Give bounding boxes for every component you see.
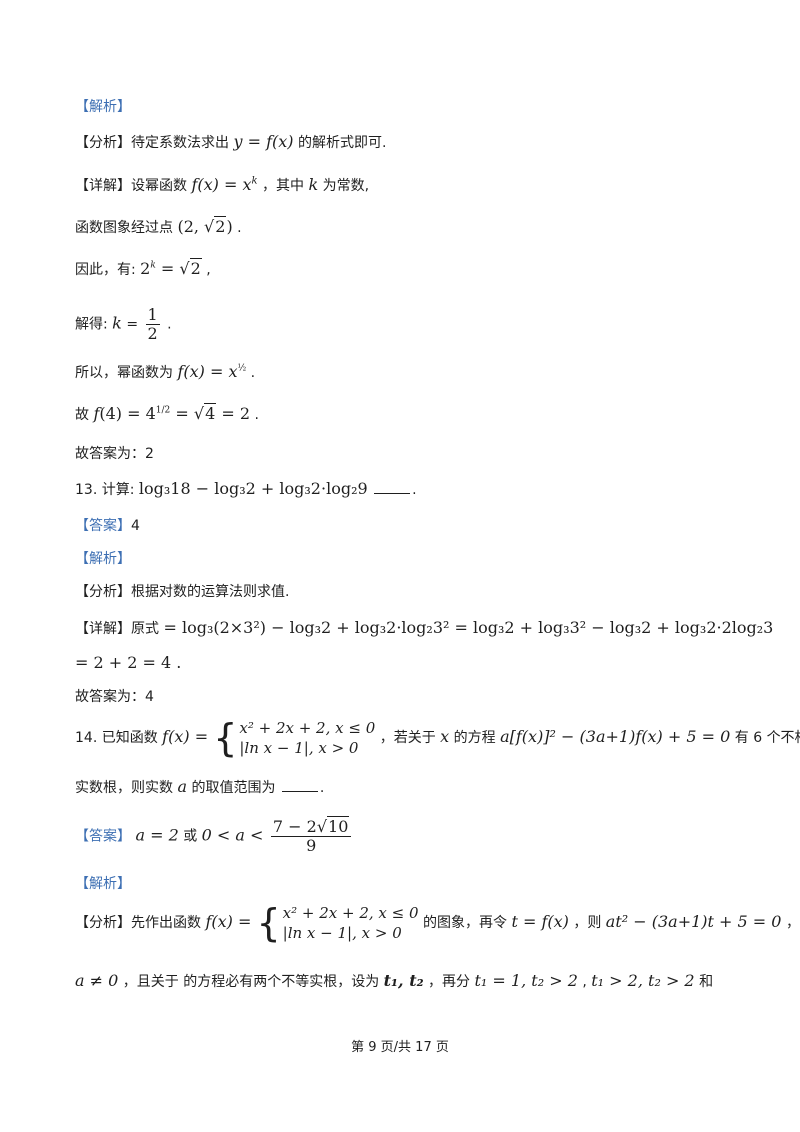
question-text: 已知函数 [101, 730, 158, 746]
answer-text: 故答案为：2 [75, 446, 154, 462]
analysis-13: 【分析】根据对数的运算法则求值. [75, 581, 289, 601]
detail-text-mid: ，其中 [262, 178, 304, 194]
formula: at² − (3a+1)t + 5 = 0 [605, 912, 782, 931]
question-expression: log₃18 − log₃2 + log₃2·log₂9 [138, 479, 368, 498]
answer-line-13: 故答案为：4 [75, 686, 154, 706]
question-number: 13. [75, 482, 98, 498]
formula: (2, √2) [177, 216, 233, 236]
analysis-text: 【分析】先作出函数 [75, 915, 201, 931]
graph-point-text: 函数图象经过点 [75, 220, 173, 236]
piecewise-cases: x² + 2x + 2, x ≤ 0|ln x − 1|, x > 0 [282, 904, 419, 942]
jiexi-label: 【解析】 [75, 876, 131, 892]
question-text: 个不相等的 [766, 730, 800, 746]
detail-text: 【详解】设幂函数 [75, 178, 187, 194]
question-13: 13. 计算: log₃18 − log₃2 + log₃2·log₂9 . [75, 479, 417, 498]
formula: f(x) = [205, 912, 257, 931]
answer-13: 【答案】4 [75, 515, 140, 535]
detail-line: 【详解】设幂函数 f(x) = xk ，其中 k 为常数, [75, 175, 369, 195]
formula: f(4) = 41/2 = √4 = 2 [93, 403, 251, 423]
jiexi-label: 【解析】 [75, 99, 131, 115]
formula: f(x) = xk [191, 175, 258, 194]
answer-or: 或 [183, 828, 198, 845]
formula: a = 2 [135, 825, 179, 845]
formula: 2k = √2 [140, 258, 202, 278]
therefore-line: 因此，有: 2k = √2 , [75, 258, 211, 278]
formula: k [112, 313, 122, 333]
answer-blank [374, 481, 411, 494]
formula: a [177, 777, 187, 796]
formula: 0 < a < [201, 825, 264, 845]
detail-text-end: 为常数, [322, 178, 370, 194]
detail-text: 【详解】原式 [75, 621, 159, 637]
analysis-text: ，则 [573, 915, 602, 931]
answer-tag: 【答案】 [75, 518, 131, 534]
formula: t₁ = 1, t₂ > 2 [474, 971, 578, 990]
formula: f(x) = [162, 727, 214, 746]
page-footer: 第 9 页/共 17 页 [0, 1036, 800, 1055]
formula: t₁, t₂ [383, 971, 424, 990]
analysis-text: ，且关于 [122, 974, 179, 990]
formula: f(x) = x½ [177, 362, 247, 381]
answer-text: 故答案为：4 [75, 689, 154, 705]
answer-blank [281, 779, 318, 792]
page-number: 第 9 页/共 17 页 [351, 1040, 449, 1055]
piecewise-cases: x² + 2x + 2, x ≤ 0|ln x − 1|, x > 0 [239, 719, 376, 757]
analysis-text: 【分析】根据对数的运算法则求值. [75, 584, 290, 600]
question-text: 有 [734, 730, 749, 746]
formula: t = f(x) [511, 912, 569, 931]
graph-point-line: 函数图象经过点 (2, √2) . [75, 216, 242, 236]
question-text: 的取值范围为 [191, 780, 276, 796]
analysis-line: 【分析】待定系数法求出 y = f(x) 的解析式即可. [75, 132, 386, 152]
answer-line-12: 故答案为：2 [75, 443, 154, 463]
answer-tag: 【答案】 [75, 828, 131, 845]
formula: = log₃(2×3²) − log₃2 + log₃2·log₂3² = lo… [163, 618, 774, 637]
formula: y = f(x) [233, 132, 294, 151]
question-14: 14. 已知函数 f(x) = {x² + 2x + 2, x ≤ 0|ln x… [75, 718, 800, 758]
formula: k [308, 175, 319, 194]
value-text: 故 [75, 407, 89, 423]
power-function-text: 所以，幂函数为 [75, 365, 173, 381]
question-prompt: 计算: [101, 482, 135, 498]
analysis-text: ，再分 [428, 974, 471, 990]
therefore-text: 因此，有: [75, 262, 136, 278]
jiexi-tag: 【解析】 [75, 96, 131, 116]
question-text: 实数根，则实数 [75, 780, 173, 796]
analysis-text: 的方程必有两个不等实根，设为 [183, 974, 380, 990]
result-13: = 2 + 2 = 4 . [75, 653, 181, 672]
answer-value: 4 [131, 518, 140, 534]
brace-glyph: { [213, 716, 238, 760]
question-text: ，若关于 [379, 730, 436, 746]
value-line: 故 f(4) = 41/2 = √4 = 2 . [75, 403, 259, 423]
question-number: 14. [75, 730, 98, 746]
analysis-text: 和 [699, 974, 714, 990]
solve-text: 解得: [75, 316, 108, 333]
jiexi-label: 【解析】 [75, 551, 131, 567]
result-text: = 2 + 2 = 4 . [75, 653, 182, 672]
question-text: 的方程 [453, 730, 496, 746]
question-14-line2: 实数根，则实数 a 的取值范围为 . [75, 777, 325, 796]
formula: a[f(x)]² − (3a+1)f(x) + 5 = 0 [500, 727, 731, 746]
formula: x [440, 727, 450, 746]
formula: t₁ > 2, t₂ > 2 [591, 971, 695, 990]
analysis-text: ，易得 [785, 915, 800, 931]
jiexi-tag-14: 【解析】 [75, 873, 131, 893]
power-function-line: 所以，幂函数为 f(x) = x½ . [75, 362, 256, 381]
analysis-text: 的图象，再令 [422, 915, 507, 931]
analysis-text: 【分析】待定系数法求出 [75, 135, 229, 151]
detail-13: 【详解】原式 = log₃(2×3²) − log₃2 + log₃2·log₂… [75, 618, 773, 638]
root-count: 6 [753, 730, 763, 746]
jiexi-tag-13: 【解析】 [75, 548, 131, 568]
analysis-text-end: 的解析式即可. [297, 135, 387, 151]
analysis-14-line2: a ≠ 0 ，且关于 的方程必有两个不等实根，设为 t₁, t₂ ，再分 t₁ … [75, 971, 714, 990]
brace-glyph: { [256, 901, 281, 945]
analysis-14: 【分析】先作出函数 f(x) = {x² + 2x + 2, x ≤ 0|ln … [75, 903, 800, 943]
formula: a ≠ 0 [75, 971, 119, 990]
